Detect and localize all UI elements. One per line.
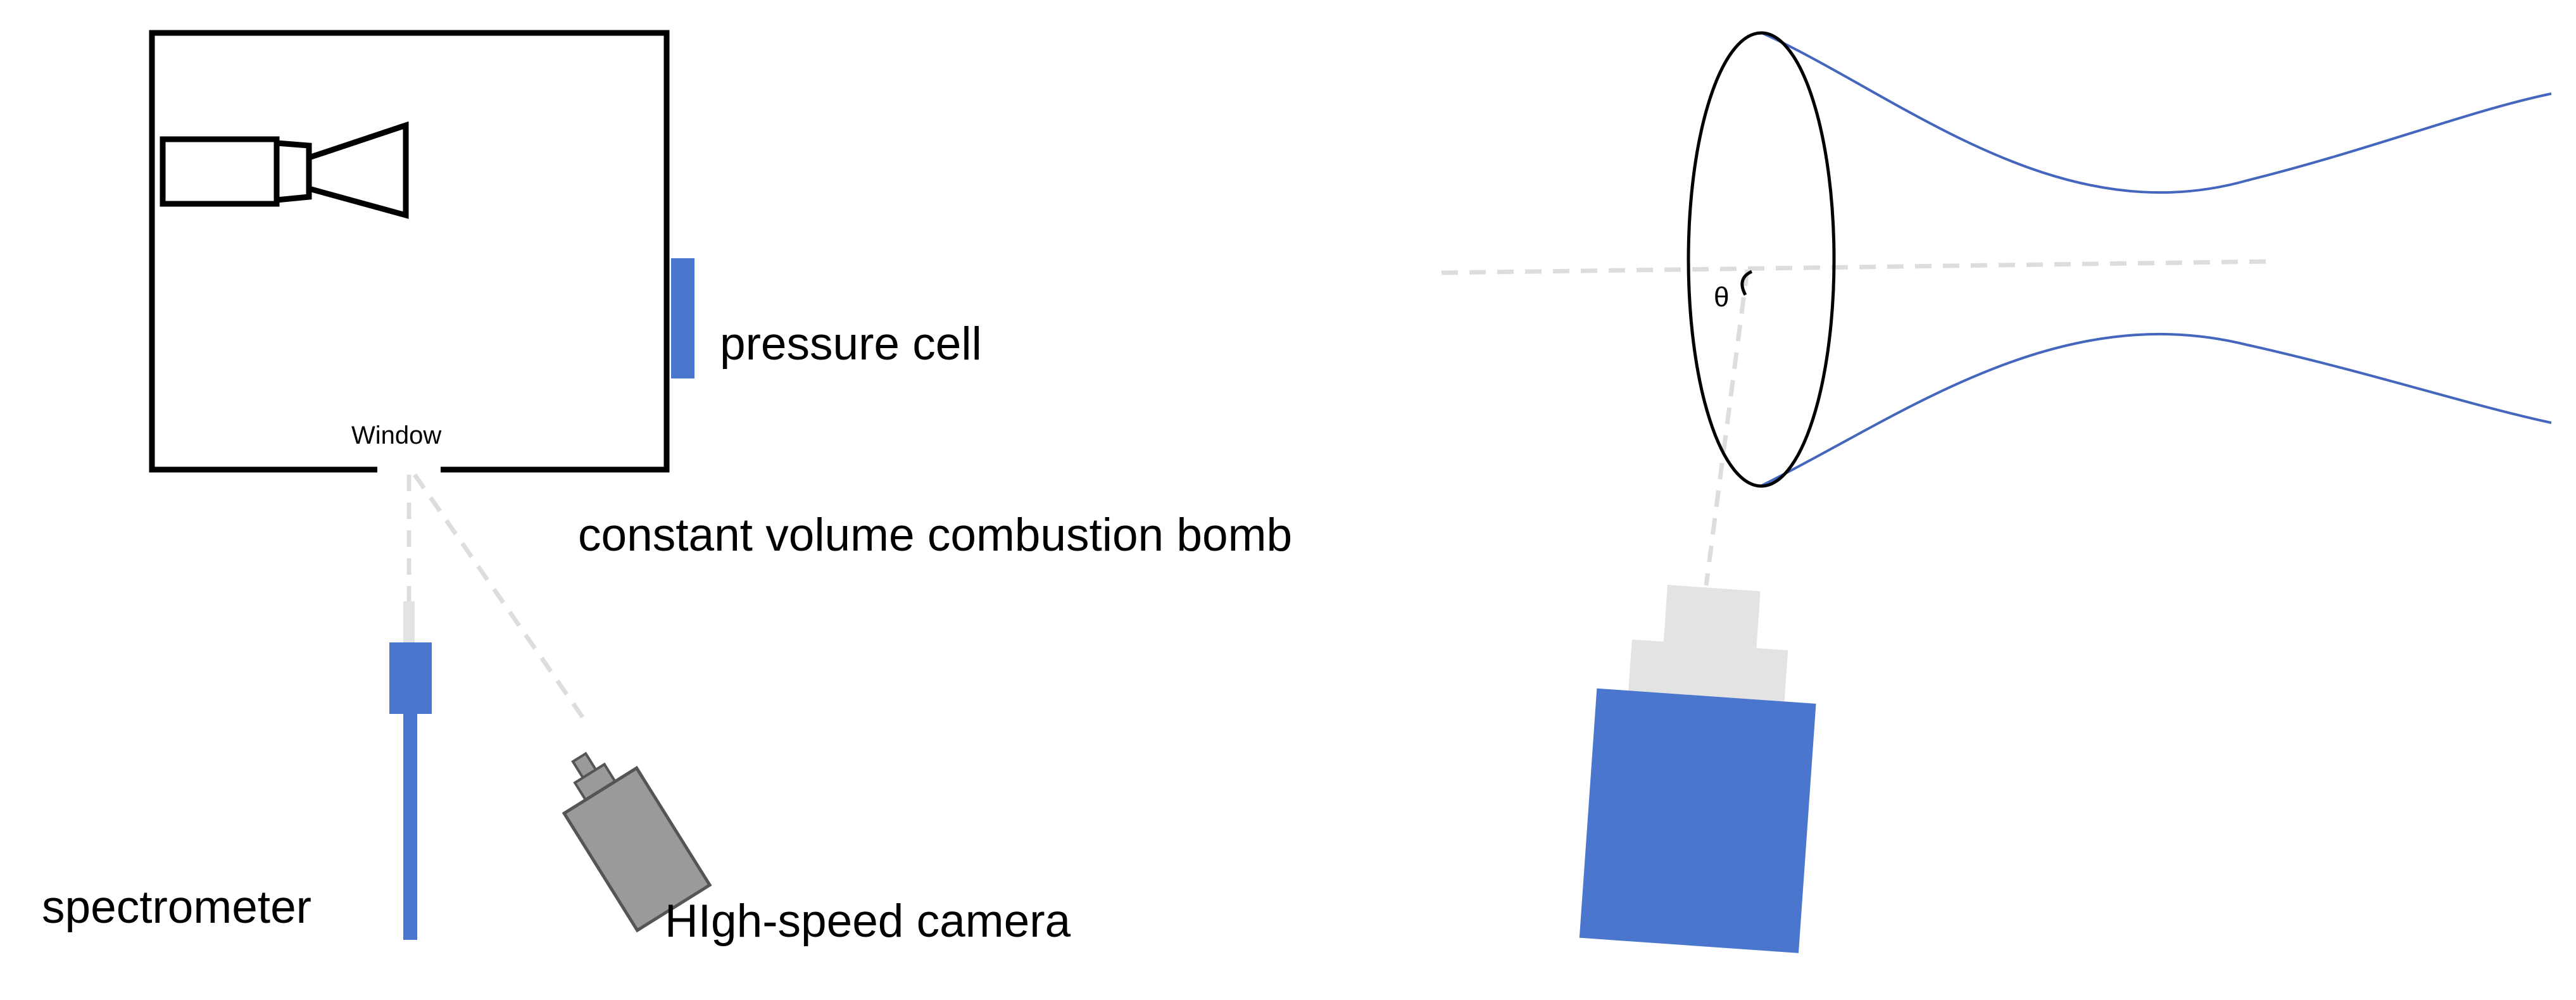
setup-panel: pressure cell Window constant volume com…	[42, 30, 1292, 947]
camera-label: HIgh-speed camera	[665, 896, 1071, 947]
spray-cone-upper-edge	[1761, 32, 2552, 194]
window-label: Window	[351, 422, 441, 449]
pressure-cell-label: pressure cell	[720, 318, 982, 370]
chamber-window	[377, 466, 441, 473]
spray-cross-section-ellipse	[1687, 31, 1836, 488]
combustion-chamber-box	[149, 30, 670, 473]
angle-theta-label: θ	[1714, 282, 1729, 313]
spray-axis-line	[1441, 259, 2273, 275]
camera-icon	[562, 751, 712, 933]
combustion-bomb-label: constant volume combustion bomb	[578, 509, 1292, 561]
pressure-cell-icon	[671, 258, 694, 378]
spray-cone-panel: θ	[1441, 31, 2552, 953]
optical-path-camera	[413, 473, 587, 723]
angle-arc	[1740, 270, 1753, 296]
spectrometer-icon	[389, 601, 432, 940]
injector-icon	[160, 121, 409, 219]
spectrometer-label: spectrometer	[42, 882, 311, 933]
spray-cone-lower-edge	[1761, 332, 2552, 487]
camera-view-axis	[1704, 269, 1750, 586]
camera-viewpoint-icon	[1579, 585, 1816, 953]
